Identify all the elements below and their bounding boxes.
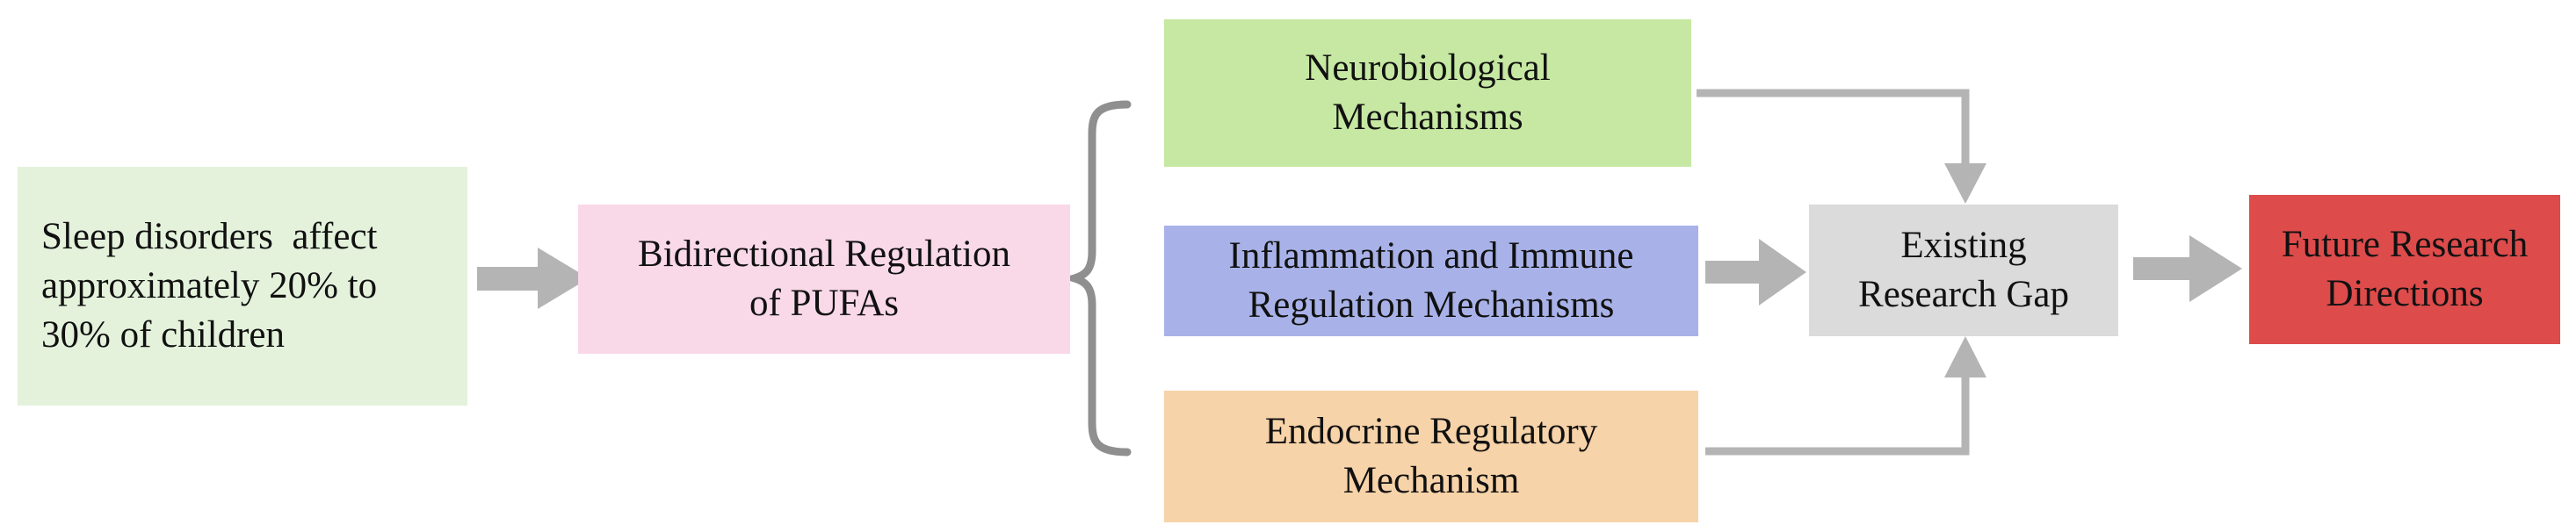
- arrow-right-icon: [477, 248, 589, 309]
- node-existing-research-gap: Existing Research Gap: [1809, 205, 2118, 336]
- arrow-right-icon: [2133, 235, 2242, 302]
- node-neurobiological-mechanisms: Neurobiological Mechanisms: [1164, 19, 1691, 167]
- node-inflammation-immune-mechanisms-label: Inflammation and Immune Regulation Mecha…: [1228, 235, 1634, 326]
- node-bidirectional-regulation-label: Bidirectional Regulation of PUFAs: [638, 234, 1010, 324]
- arrow-up-icon: [1944, 336, 1986, 377]
- curly-brace-icon: [1060, 100, 1132, 457]
- arrow-right-icon: [1705, 239, 1806, 306]
- node-bidirectional-regulation: Bidirectional Regulation of PUFAs: [578, 205, 1070, 354]
- node-existing-research-gap-label: Existing Research Gap: [1858, 225, 2069, 315]
- node-future-research-directions-label: Future Research Directions: [2281, 224, 2529, 314]
- node-sleep-disorders: Sleep disorders affect approximately 20%…: [18, 167, 467, 406]
- node-neurobiological-mechanisms-label: Neurobiological Mechanisms: [1305, 47, 1551, 138]
- elbow-connector-neuro-to-gap: [1697, 89, 1970, 165]
- arrow-down-icon: [1944, 163, 1986, 204]
- node-future-research-directions: Future Research Directions: [2249, 195, 2560, 344]
- node-endocrine-regulatory-mechanism-label: Endocrine Regulatory Mechanism: [1264, 411, 1598, 501]
- node-sleep-disorders-label: Sleep disorders affect approximately 20%…: [41, 216, 378, 356]
- node-endocrine-regulatory-mechanism: Endocrine Regulatory Mechanism: [1164, 391, 1698, 522]
- node-inflammation-immune-mechanisms: Inflammation and Immune Regulation Mecha…: [1164, 226, 1698, 336]
- elbow-connector-endocrine-to-gap: [1705, 377, 1970, 456]
